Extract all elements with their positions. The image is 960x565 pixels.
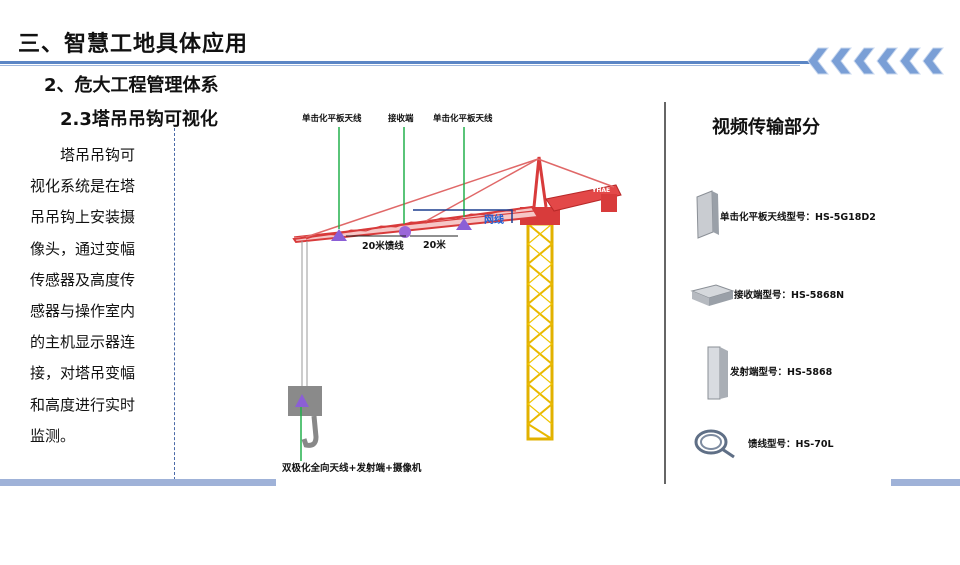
video-panel-title: 视频传输部分 (712, 116, 820, 138)
network-label: 网线 (484, 213, 504, 226)
antenna-left-label: 单击化平板天线 (302, 113, 362, 124)
page-title: 三、智慧工地具体应用 (18, 32, 249, 57)
flat-panel-antenna-icon (696, 190, 719, 239)
transmitter-model-label: 发射端型号：HS-5868 (729, 366, 833, 378)
description-line: 塔吊吊钩可 (60, 146, 136, 164)
description-line: 接，对塔吊变幅 (30, 364, 136, 383)
diagram-background (276, 99, 891, 486)
antenna-right-label: 单击化平板天线 (433, 113, 493, 124)
footer-bar-right (891, 479, 960, 486)
omni-antenna-icon (295, 394, 309, 407)
description-line: 感器与操作室内 (30, 302, 136, 321)
transmitter-device-icon (707, 346, 728, 400)
receiver-icon (399, 226, 411, 238)
section-subheading: 2.3塔吊吊钩可视化 (60, 109, 218, 130)
svg-text:YHAE: YHAE (591, 187, 610, 194)
description-line: 的主机显示器连 (30, 333, 136, 352)
antenna-model-label: 单击化平板天线型号：HS-5G18D2 (720, 211, 876, 223)
column-divider (174, 128, 175, 480)
description-line: 传感器及高度传 (30, 270, 136, 289)
network-cable (464, 209, 513, 223)
flat-panel-antenna-icon (331, 229, 347, 241)
description-line: 视化系统是在塔 (30, 177, 136, 196)
footer-bar-left (0, 479, 276, 486)
title-divider (0, 61, 810, 64)
counter-tie-rope (537, 158, 615, 188)
feeder-cable-icon (694, 429, 735, 459)
tower-head (532, 156, 548, 208)
description-line: 吊吊钩上安装摄 (30, 208, 136, 227)
title-divider-thin (0, 65, 800, 66)
receiver-device-icon (690, 284, 735, 306)
hook-icon (301, 415, 319, 448)
description-line: 监测。 (30, 426, 76, 445)
chevron-decoration-icon (807, 47, 945, 75)
description-line: 和高度进行实时 (30, 395, 136, 414)
jib-tie-rope (305, 158, 539, 238)
feeder-label: 20米馈线 (362, 240, 404, 252)
receiver-model-label: 接收端型号：HS-5868N (734, 289, 844, 301)
main-jib (292, 205, 540, 244)
receiver-label: 接收端 (388, 113, 414, 124)
hook-unit-label: 双极化全向天线+发射端+摄像机 (281, 462, 422, 474)
flat-panel-antenna-icon (456, 218, 472, 230)
description-line: 像头，通过变幅 (30, 239, 136, 258)
section-heading: 2、危大工程管理体系 (44, 75, 219, 96)
counter-jib: YHAE (545, 184, 622, 212)
distance-label: 20米 (423, 239, 446, 251)
feeder-model-label: 馈线型号：HS-70L (748, 438, 834, 450)
title-bar: 三、智慧工地具体应用 (0, 0, 960, 75)
tower-crane-diagram: YHAE 单击化平板天线 接收端 单击化平板天线 网线 20米馈线 20米 双极… (276, 99, 891, 486)
description-text: 塔吊吊钩可 视化系统是在塔 吊吊钩上安装摄 像头，通过变幅 传感器及高度传 感器… (30, 140, 158, 452)
